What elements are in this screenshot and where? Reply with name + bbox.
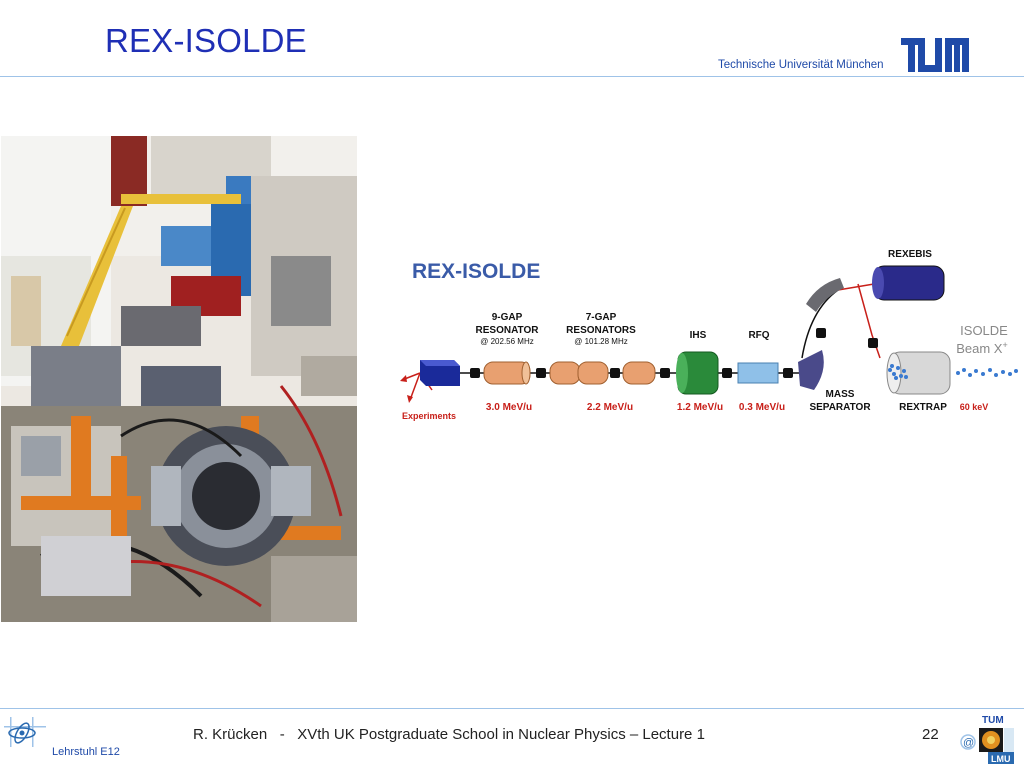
isolde-label: ISOLDE xyxy=(960,323,1008,338)
seven-gap-resonators xyxy=(549,361,656,385)
tum-small-logo: TUM xyxy=(982,715,1004,726)
slide-title: REX-ISOLDE xyxy=(105,22,307,59)
end-station xyxy=(420,360,460,386)
isolde-beam-label: Beam X+ xyxy=(956,340,1008,356)
tum-logo xyxy=(901,38,969,72)
rexebis xyxy=(872,265,945,301)
footer-text: R. Krücken - XVth UK Postgraduate School… xyxy=(193,726,705,743)
upper-bending-magnet xyxy=(806,278,844,312)
ihs-cavity xyxy=(676,351,719,395)
isolde-beam-charge: + xyxy=(1002,340,1007,350)
energy-7gap: 2.2 MeV/u xyxy=(587,402,633,413)
mass-separator-label-2: SEPARATOR xyxy=(809,402,871,413)
rexebis-label: REXEBIS xyxy=(888,249,932,260)
nine-gap-frequency: @ 202.56 MHz xyxy=(480,337,533,346)
lmu-small-logo: LMU xyxy=(991,754,1011,764)
rfq-label: RFQ xyxy=(748,330,769,341)
energy-ihs: 1.2 MeV/u xyxy=(677,402,723,413)
energy-rextrap: 60 keV xyxy=(960,402,989,412)
rextrap xyxy=(886,351,951,395)
isolde-beam-text: Beam X xyxy=(956,341,1003,356)
isolde-beam-particles xyxy=(956,368,1018,377)
rex-isolde-schematic: REX-ISOLDE 9-GAP RESONATOR @ 202.56 MHz … xyxy=(400,249,1018,421)
at-logo: @ xyxy=(963,737,974,749)
footer-divider xyxy=(0,708,1024,709)
ihs-label: IHS xyxy=(690,330,707,341)
experiments-label: Experiments xyxy=(402,411,456,421)
chair-e12-logo xyxy=(4,717,46,747)
nine-gap-label-1: 9-GAP xyxy=(492,312,523,323)
beamline-photo xyxy=(1,136,357,622)
energy-9gap: 3.0 MeV/u xyxy=(486,402,532,413)
diagram-title: REX-ISOLDE xyxy=(412,260,540,283)
chair-label: Lehrstuhl E12 xyxy=(52,746,120,758)
rextrap-label: REXTRAP xyxy=(899,402,947,413)
energy-rfq: 0.3 MeV/u xyxy=(739,402,785,413)
quadrupole-magnets xyxy=(470,328,878,378)
seven-gap-label-2: RESONATORS xyxy=(566,325,636,336)
university-name: Technische Universität München xyxy=(718,59,884,71)
seven-gap-frequency: @ 101.28 MHz xyxy=(574,337,627,346)
tum-lmu-logos: TUM @ LMU xyxy=(960,715,1014,764)
nine-gap-resonator xyxy=(483,361,531,385)
mass-separator-magnet xyxy=(798,350,824,390)
mass-separator-label-1: MASS xyxy=(826,389,855,400)
rfq xyxy=(737,362,779,384)
seven-gap-label-1: 7-GAP xyxy=(586,312,617,323)
page-number: 22 xyxy=(922,726,939,743)
header-divider xyxy=(0,76,1024,77)
nine-gap-label-2: RESONATOR xyxy=(476,325,540,336)
